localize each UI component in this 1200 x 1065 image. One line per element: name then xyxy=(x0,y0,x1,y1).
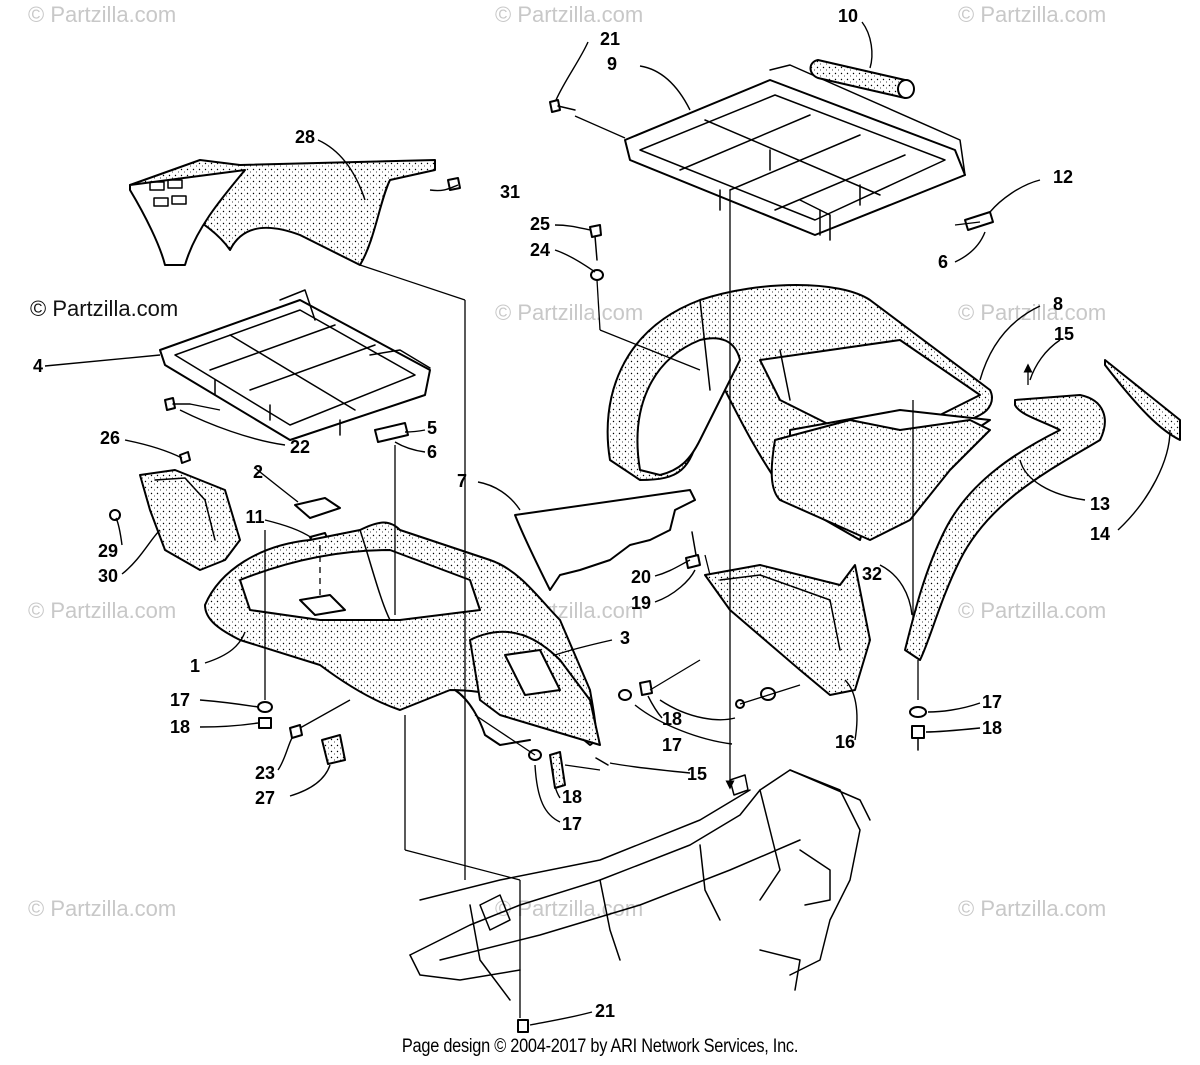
callout-23: 23 xyxy=(255,763,275,783)
callout-17-mid: 17 xyxy=(662,735,682,755)
callout-17-lower: 17 xyxy=(562,814,582,834)
callout-7: 7 xyxy=(457,471,467,491)
watermark-top-left: © Partzilla.com xyxy=(28,2,177,27)
callout-18-right: 18 xyxy=(982,718,1002,738)
watermark-low-right: © Partzilla.com xyxy=(958,598,1107,623)
side-cover-30 xyxy=(139,469,241,571)
side-panel-7 xyxy=(514,489,696,591)
front-rack xyxy=(159,289,431,441)
callout-leaders xyxy=(44,21,1171,1026)
rack-pad xyxy=(809,59,915,99)
callout-18-left: 18 xyxy=(170,717,190,737)
watermark-top-center: © Partzilla.com xyxy=(495,2,644,27)
callout-29: 29 xyxy=(98,541,118,561)
callout-16: 16 xyxy=(835,732,855,752)
page-footer: Page design © 2004-2017 by ARI Network S… xyxy=(401,1036,799,1057)
callout-3: 3 xyxy=(620,628,630,648)
callout-32: 32 xyxy=(862,564,882,584)
callout-14: 14 xyxy=(1090,524,1110,544)
callout-10: 10 xyxy=(838,6,858,26)
callout-5: 5 xyxy=(427,418,437,438)
watermark-bottom-right: © Partzilla.com xyxy=(958,896,1107,921)
side-cover-inner xyxy=(154,477,216,541)
callout-4: 4 xyxy=(33,356,43,376)
callout-18-mid: 18 xyxy=(662,709,682,729)
rear-rack xyxy=(624,64,966,241)
callout-27: 27 xyxy=(255,788,275,808)
watermark-top-right: © Partzilla.com xyxy=(958,2,1107,27)
callout-21-bottom: 21 xyxy=(595,1001,615,1021)
callout-11: 11 xyxy=(245,507,264,527)
frame xyxy=(409,769,871,1001)
bracket-12 xyxy=(964,211,994,231)
callout-9: 9 xyxy=(607,54,617,74)
callout-2: 2 xyxy=(253,462,263,482)
callout-17-right: 17 xyxy=(982,692,1002,712)
callout-1: 1 xyxy=(190,656,200,676)
footwell-16 xyxy=(704,564,871,696)
callout-24: 24 xyxy=(530,240,550,260)
callout-31: 31 xyxy=(500,182,520,202)
callout-17-left: 17 xyxy=(170,690,190,710)
watermark-mid-center: © Partzilla.com xyxy=(495,300,644,325)
callout-28: 28 xyxy=(295,127,315,147)
watermark-bottom-left: © Partzilla.com xyxy=(28,896,177,921)
callout-25: 25 xyxy=(530,214,550,234)
assembly-guides xyxy=(189,115,1033,1018)
pad-5 xyxy=(374,422,409,443)
callout-26: 26 xyxy=(100,428,120,448)
callout-12: 12 xyxy=(1053,167,1073,187)
mud-flap-detail xyxy=(129,169,246,266)
watermark-low-left: © Partzilla.com xyxy=(28,598,177,623)
cap-2 xyxy=(294,497,341,519)
callout-18-lower: 18 xyxy=(562,787,582,807)
callout-15-right: 15 xyxy=(1054,324,1074,344)
callout-labels: 21 9 10 12 6 28 31 25 24 4 8 15 22 5 6 2… xyxy=(33,6,1110,1021)
callout-6-left: 6 xyxy=(427,442,437,462)
footwell-16-inner xyxy=(719,574,841,651)
fender-flare xyxy=(904,394,1106,661)
callout-22: 22 xyxy=(290,437,310,457)
callout-8: 8 xyxy=(1053,294,1063,314)
callout-19: 19 xyxy=(631,593,651,613)
callout-30: 30 xyxy=(98,566,118,586)
callout-13: 13 xyxy=(1090,494,1110,514)
footwell-hole xyxy=(504,649,561,696)
fender-liner-32 xyxy=(770,419,991,541)
panel-14 xyxy=(1104,359,1181,441)
callout-21-top: 21 xyxy=(600,29,620,49)
watermark-mid-right: © Partzilla.com xyxy=(958,300,1107,325)
callout-20: 20 xyxy=(631,567,651,587)
watermark-mid-left: © Partzilla.com xyxy=(30,296,179,321)
callout-15-mid: 15 xyxy=(687,764,707,784)
callout-6-right: 6 xyxy=(938,252,948,272)
